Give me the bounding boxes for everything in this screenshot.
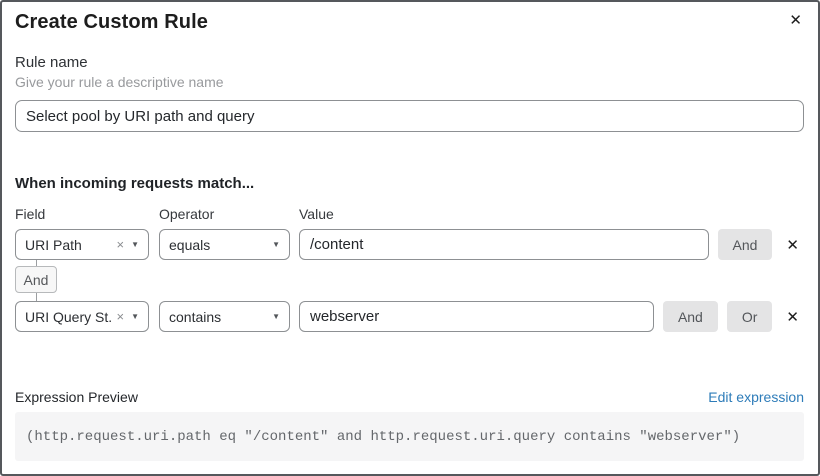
operator-select-value: contains: [169, 308, 222, 325]
operator-select[interactable]: contains ▼: [159, 301, 290, 332]
operator-column-label: Operator: [159, 206, 215, 222]
edit-expression-link[interactable]: Edit expression: [708, 389, 804, 405]
connector-and-chip[interactable]: And: [15, 266, 57, 293]
or-button[interactable]: Or: [726, 301, 773, 332]
clear-field-icon[interactable]: ×: [116, 237, 125, 252]
expression-preview-box: (http.request.uri.path eq "/content" and…: [15, 412, 804, 461]
expression-preview-code: (http.request.uri.path eq "/content" and…: [26, 428, 741, 445]
row-connector: And: [15, 260, 75, 301]
chevron-down-icon[interactable]: ▼: [131, 311, 139, 321]
match-section-heading: When incoming requests match...: [15, 175, 255, 192]
operator-select[interactable]: equals ▼: [159, 229, 290, 260]
field-select[interactable]: URI Path × ▼: [15, 229, 149, 260]
condition-row-1: URI Path × ▼ equals ▼ And ✕: [15, 229, 804, 260]
dialog-title: Create Custom Rule: [15, 11, 208, 33]
field-column-label: Field: [15, 206, 46, 222]
dialog-header: Create Custom Rule ✕: [15, 10, 804, 34]
operator-select-value: equals: [169, 236, 211, 253]
field-select-value: URI Path: [25, 236, 82, 253]
field-select-value: URI Query St...: [25, 308, 113, 325]
column-labels: Field Operator Value: [15, 206, 804, 222]
connector-line-bottom: [36, 293, 37, 301]
clear-field-icon[interactable]: ×: [116, 309, 125, 324]
and-button[interactable]: And: [717, 229, 773, 260]
rule-name-hint: Give your rule a descriptive name: [15, 74, 224, 90]
rule-name-input[interactable]: [15, 100, 804, 132]
chevron-down-icon[interactable]: ▼: [272, 239, 280, 249]
expression-preview-label: Expression Preview: [15, 389, 138, 405]
and-button[interactable]: And: [662, 301, 718, 332]
chevron-down-icon[interactable]: ▼: [131, 239, 139, 249]
chevron-down-icon[interactable]: ▼: [272, 311, 280, 321]
expression-preview-header: Expression Preview Edit expression: [15, 389, 804, 405]
value-column-label: Value: [299, 206, 334, 222]
delete-row-icon[interactable]: ✕: [786, 236, 799, 254]
value-input[interactable]: [299, 229, 709, 260]
rule-name-label: Rule name: [15, 54, 88, 71]
field-select[interactable]: URI Query St... × ▼: [15, 301, 149, 332]
condition-row-2: URI Query St... × ▼ contains ▼ And Or ✕: [15, 301, 804, 332]
value-input[interactable]: [299, 301, 654, 332]
connector-line-top: [36, 260, 37, 266]
delete-row-icon[interactable]: ✕: [786, 308, 799, 326]
close-icon[interactable]: ✕: [789, 12, 802, 29]
